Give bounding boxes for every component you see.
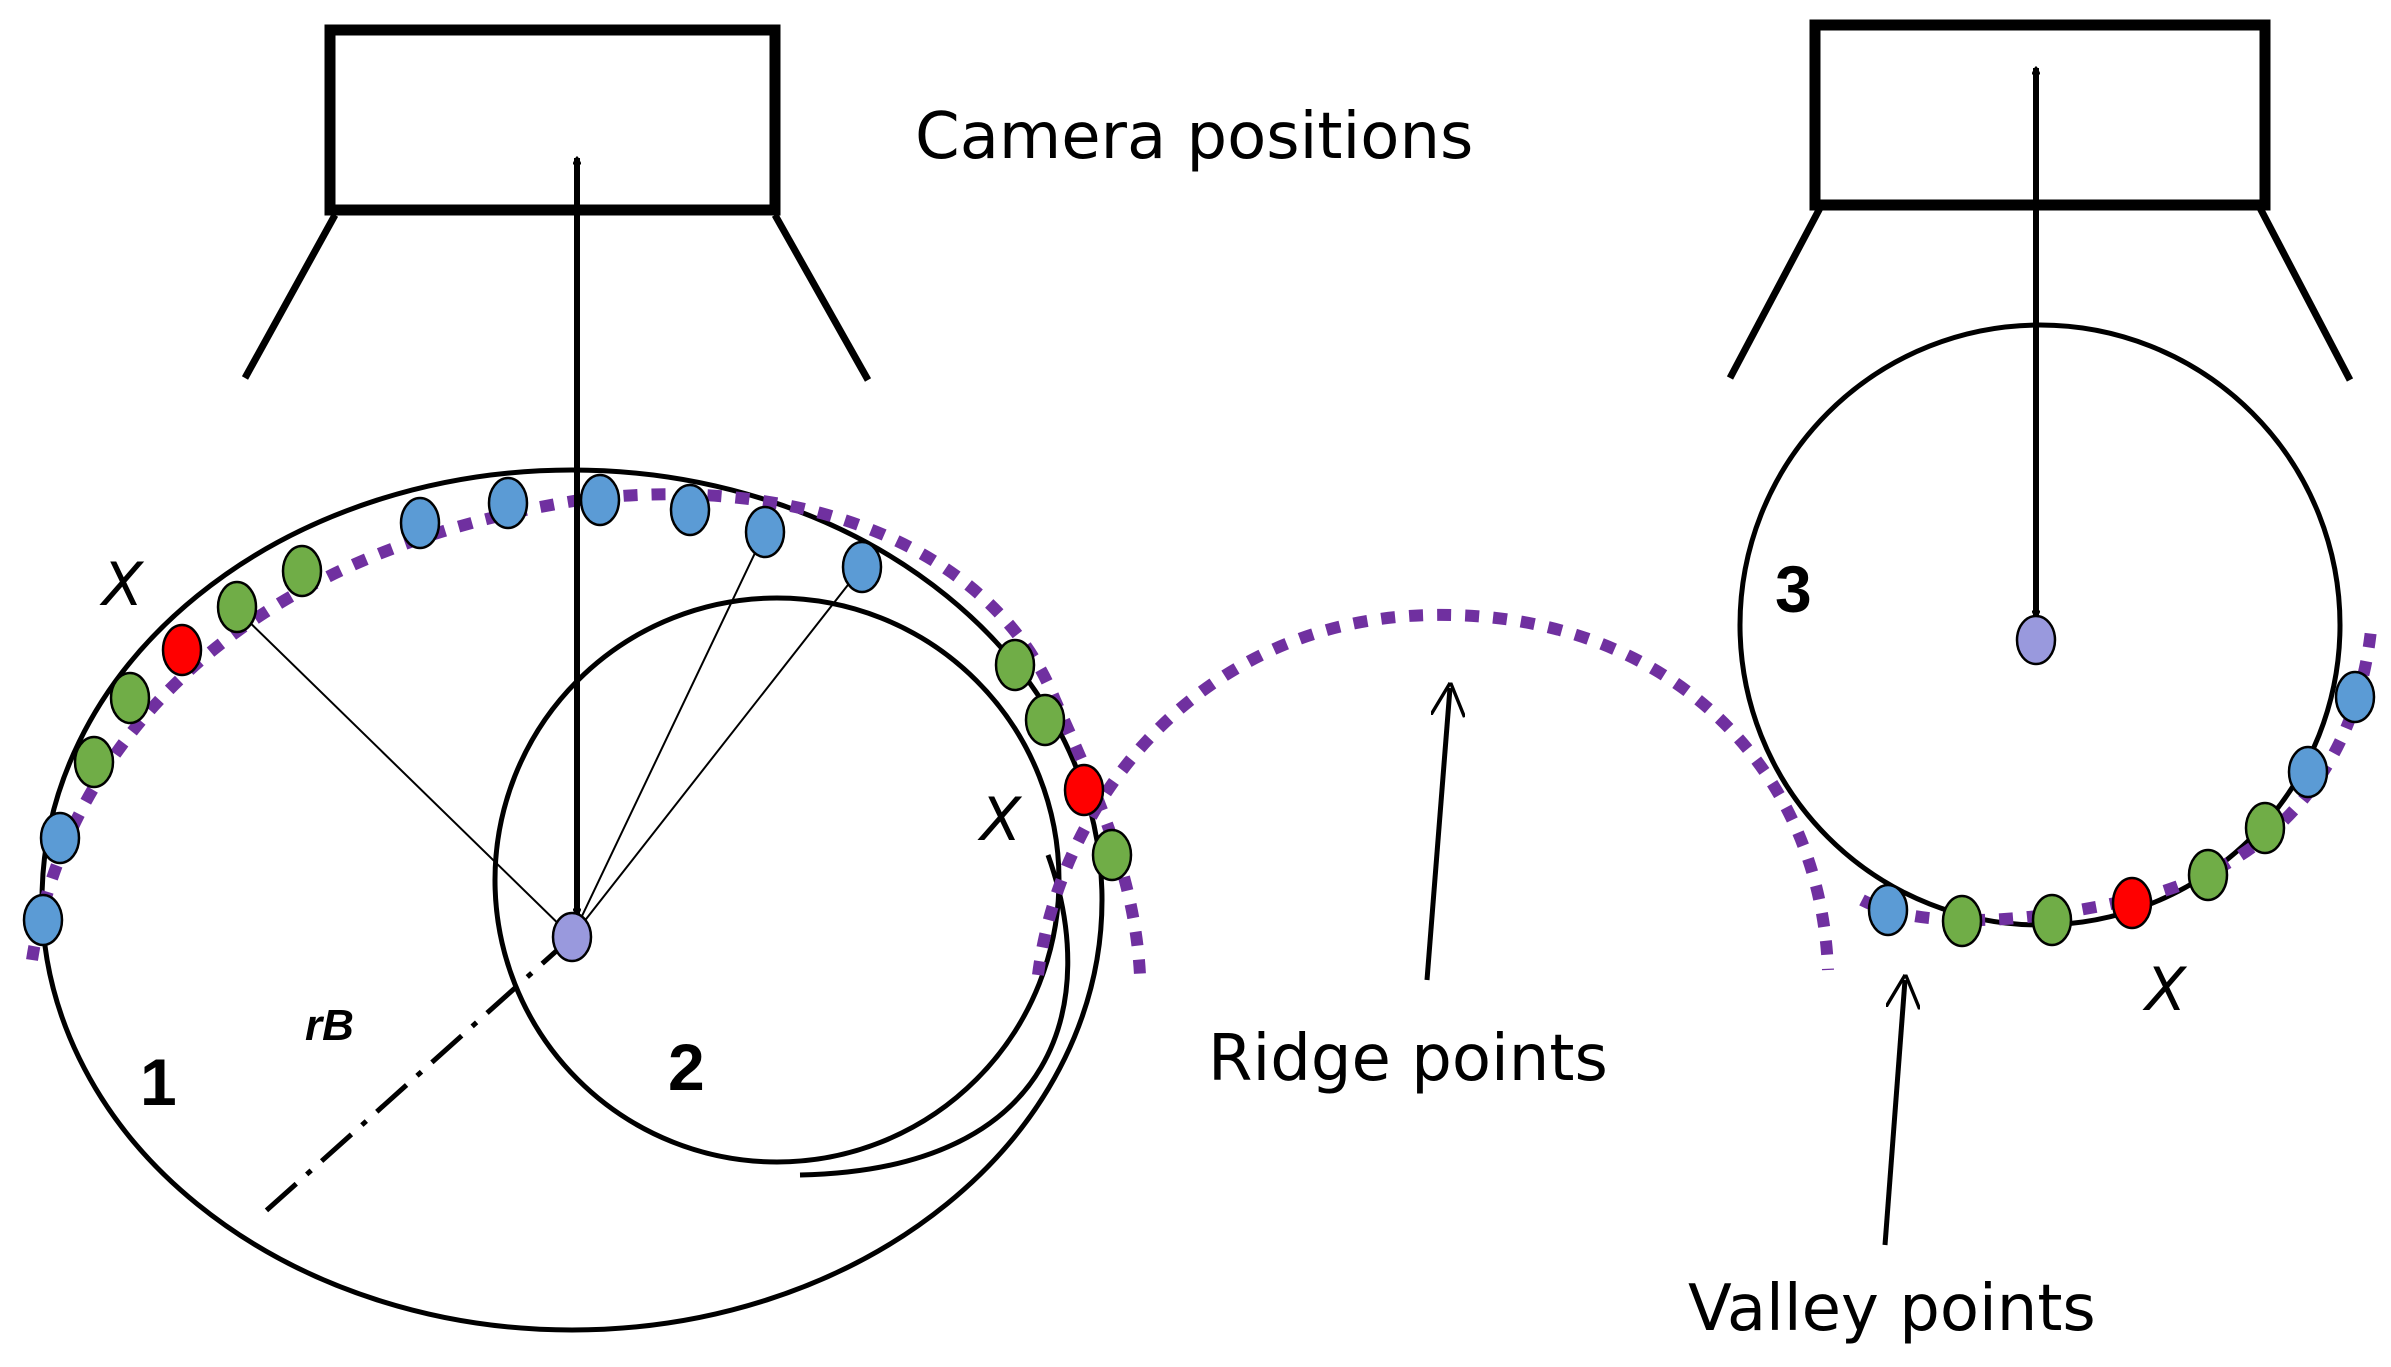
sight-line-1 [236, 609, 573, 938]
green-point-icon [281, 544, 323, 598]
x-mark-right: X [2142, 955, 2188, 1025]
green-point-icon [109, 671, 151, 725]
red-point-icon [1063, 763, 1105, 817]
shape-2-label: 2 [668, 1030, 705, 1104]
valley-points-arrow [1882, 980, 1905, 1246]
valley-points-label: Valley points [1688, 1272, 2096, 1346]
camera-right [1726, 19, 2354, 382]
camera-right-fov-right [2256, 206, 2354, 382]
radius-rB-label: rB [305, 1001, 354, 1050]
blue-point-icon [22, 893, 64, 947]
shape-2-tail [799, 854, 1071, 1178]
surface-dotted-left [26, 488, 1146, 976]
camera-left-body [324, 24, 781, 216]
shape-1-label: 1 [140, 1045, 177, 1119]
blue-point-icon [669, 483, 711, 537]
red-point-icon [161, 623, 203, 677]
center-point-icon [551, 911, 593, 963]
x-mark-left: X [99, 550, 145, 620]
x-mark-middle: X [977, 785, 1023, 855]
ridge-points-label: Ridge points [1208, 1022, 1608, 1096]
shape-3-label: 3 [1775, 552, 1812, 626]
green-point-icon [1941, 894, 1983, 948]
sight-line-2 [571, 531, 766, 938]
blue-point-icon [399, 496, 441, 550]
green-point-icon [994, 638, 1036, 692]
blue-point-icon [1867, 883, 1909, 937]
red-point-icon [2111, 876, 2153, 930]
radius-rB-line [256, 935, 574, 1220]
blue-point-icon [744, 505, 786, 559]
blue-point-icon [841, 540, 883, 594]
sample-points-left [22, 473, 1133, 947]
green-point-icon [2244, 801, 2286, 855]
blue-point-icon [39, 811, 81, 865]
blue-point-icon [2287, 745, 2329, 799]
green-point-icon [2187, 848, 2229, 902]
ridge-points-arrow [1424, 688, 1450, 981]
green-point-icon [1091, 828, 1133, 882]
blue-point-icon [579, 473, 621, 527]
green-point-icon [1024, 693, 1066, 747]
blue-point-icon [2334, 670, 2376, 724]
camera-left-fov-left [241, 213, 339, 380]
green-point-icon [73, 735, 115, 789]
shape-1-outline [39, 467, 1105, 1333]
sample-points-right [1867, 670, 2376, 948]
green-point-icon [216, 580, 258, 634]
camera-left [241, 24, 872, 382]
blue-point-icon [487, 476, 529, 530]
sight-line-3 [571, 566, 863, 938]
green-point-icon [2031, 893, 2073, 947]
camera-positions-label: Camera positions [915, 100, 1473, 174]
camera-right-body [1809, 19, 2271, 211]
camera-right-fov-left [1726, 206, 1824, 380]
center-point-icon [2015, 614, 2057, 666]
camera-left-fov-right [771, 213, 872, 382]
